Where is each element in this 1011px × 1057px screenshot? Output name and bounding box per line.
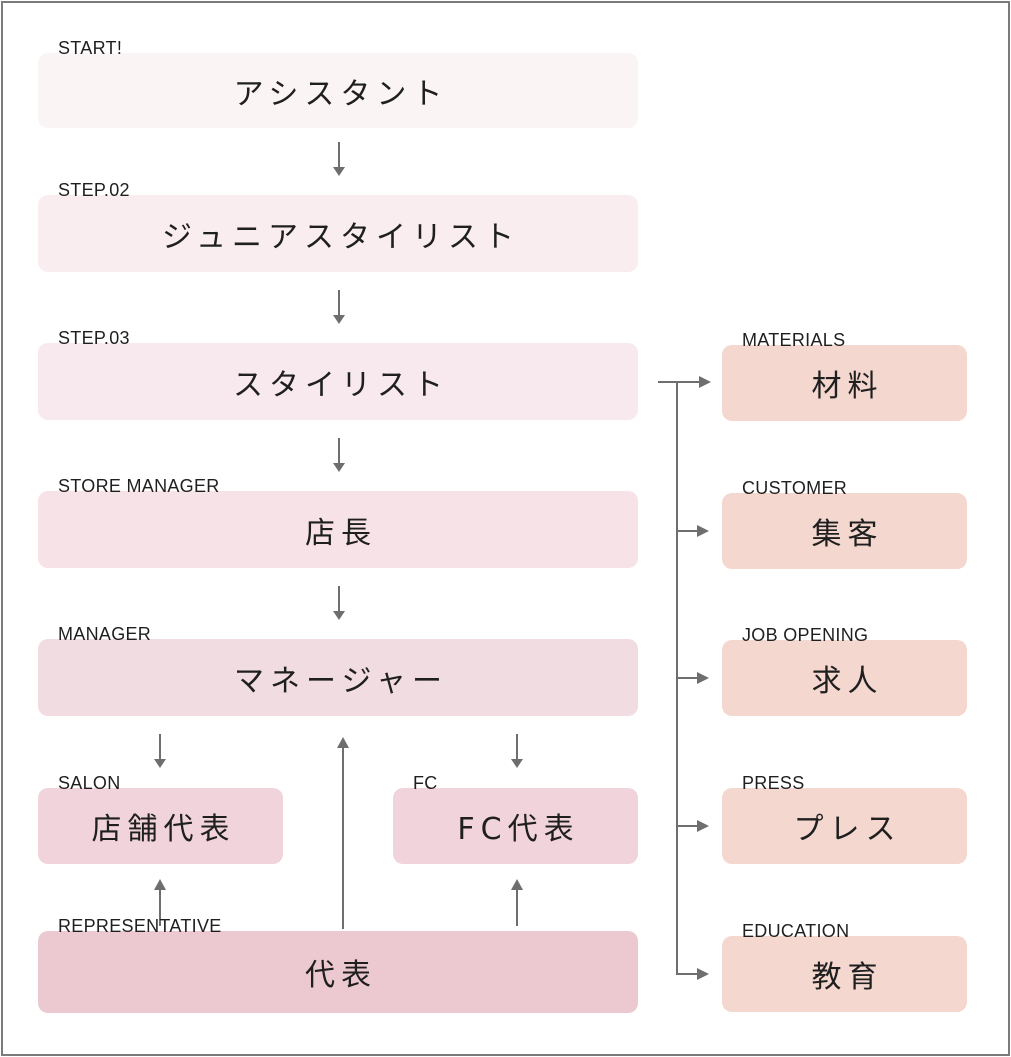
step-label-store-manager: STORE MANAGER [58, 476, 220, 497]
step-label-manager: MANAGER [58, 624, 152, 645]
step-label-step03: STEP.03 [58, 328, 130, 349]
department-title-education: 教育 [811, 960, 884, 995]
department-label-press: PRESS [742, 773, 805, 794]
department-box-materials: MATERIALS 材料 [722, 330, 967, 421]
step-label-start: START! [58, 38, 123, 59]
career-box-stylist: STEP.03 スタイリスト [38, 328, 638, 420]
branch-label-salon: SALON [58, 773, 121, 794]
role-title-representative: 代表 [305, 958, 377, 993]
department-title-customer: 集客 [811, 517, 884, 552]
step-label-step02: STEP.02 [58, 180, 130, 201]
department-box-customer: CUSTOMER 集客 [722, 478, 967, 569]
role-title-manager: マネージャー [234, 663, 448, 699]
arrow-stylist-to-store-manager [333, 438, 345, 472]
role-title-fc-rep: FC代表 [457, 812, 580, 847]
department-label-education: EDUCATION [742, 921, 850, 942]
career-box-manager: MANAGER マネージャー [38, 624, 638, 716]
career-box-junior-stylist: STEP.02 ジュニアスタイリスト [38, 180, 638, 272]
branch-box-fc: FC FC代表 [393, 773, 638, 864]
arrow-representative-to-manager [337, 737, 349, 929]
role-title-stylist: スタイリスト [233, 367, 449, 403]
career-box-store-manager: STORE MANAGER 店長 [38, 476, 638, 568]
root-box-representative: REPRESENTATIVE 代表 [38, 916, 638, 1013]
role-title-store-manager: 店長 [305, 515, 377, 551]
branch-label-fc: FC [413, 773, 438, 794]
department-label-job-opening: JOB OPENING [742, 625, 869, 646]
department-title-press: プレス [793, 812, 902, 847]
role-title-salon-rep: 店舗代表 [91, 812, 236, 847]
arrow-manager-to-fc [511, 734, 523, 768]
arrow-representative-to-fc [511, 879, 523, 926]
department-label-materials: MATERIALS [742, 330, 846, 351]
department-box-press: PRESS プレス [722, 773, 967, 864]
arrow-manager-to-salon [154, 734, 166, 768]
department-label-customer: CUSTOMER [742, 478, 848, 499]
role-title-assistant: アシスタント [233, 76, 449, 112]
career-box-assistant: START! アシスタント [38, 38, 638, 128]
department-title-job-opening: 求人 [811, 664, 884, 699]
root-label-representative: REPRESENTATIVE [58, 916, 222, 937]
arrow-assistant-to-junior [333, 142, 345, 176]
arrow-junior-to-stylist [333, 290, 345, 324]
branch-box-salon: SALON 店舗代表 [38, 773, 283, 864]
department-box-job-opening: JOB OPENING 求人 [722, 625, 967, 716]
connector-stylist-to-departments [658, 376, 711, 980]
department-title-materials: 材料 [811, 369, 884, 404]
department-box-education: EDUCATION 教育 [722, 921, 967, 1012]
role-title-junior-stylist: ジュニアスタイリスト [162, 219, 520, 255]
arrow-store-manager-to-manager [333, 586, 345, 620]
